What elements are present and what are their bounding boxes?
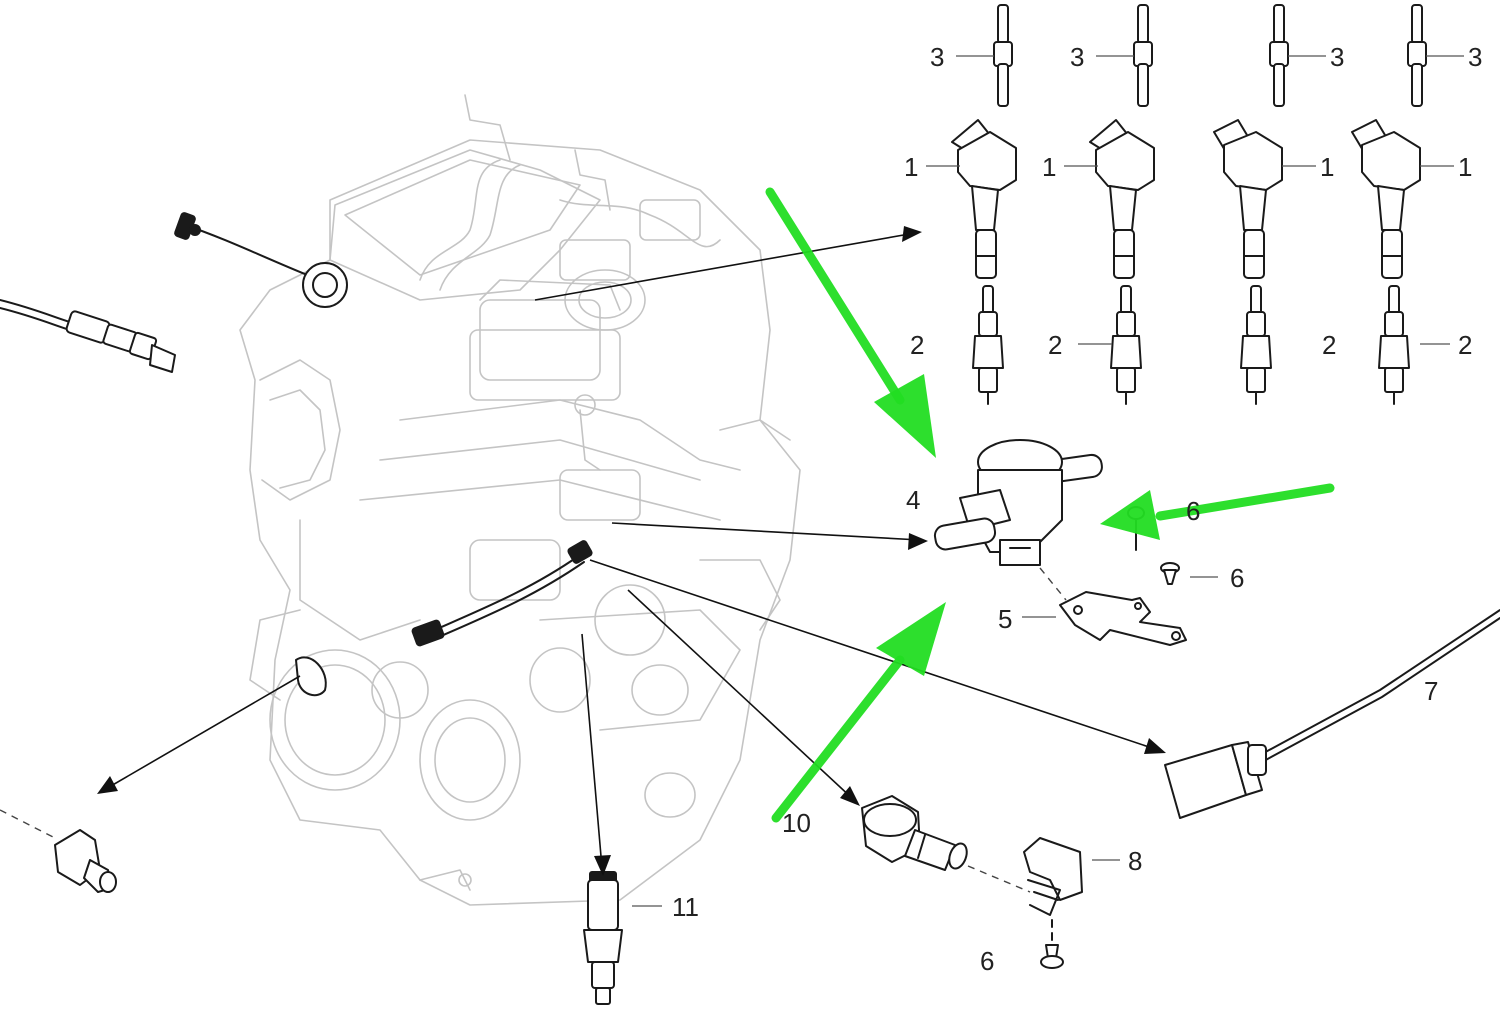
engine-harness — [295, 540, 593, 697]
label-stud-3a: 3 — [930, 42, 944, 72]
label-stud-3b: 3 — [1070, 42, 1084, 72]
crank-dash-line — [0, 809, 56, 839]
stud-3a-shape — [993, 4, 1013, 107]
label-plug-2b: 2 — [1048, 330, 1062, 360]
label-valve-4: 4 — [906, 485, 920, 515]
plug-2d-shape — [1378, 285, 1410, 405]
coil-1a-shape — [951, 119, 1017, 279]
label-bolt-6c: 6 — [980, 946, 994, 976]
camshaft-position-sensor — [1164, 609, 1500, 819]
label-stud-3d: 3 — [1468, 42, 1482, 72]
stud-3c-shape — [1269, 4, 1289, 107]
label-bolt-6a: 6 — [1186, 496, 1200, 526]
purge-valve — [933, 439, 1103, 566]
label-coil-1b: 1 — [1042, 152, 1056, 182]
oxygen-sensor-upstream — [0, 299, 176, 373]
plug-2a-shape — [972, 285, 1004, 405]
plug-2b-shape — [1110, 285, 1142, 405]
temperature-sensor — [583, 871, 623, 1005]
label-plug-2a: 2 — [910, 330, 924, 360]
retaining-clip — [1023, 837, 1083, 916]
highlight-arrow-bottom — [771, 602, 946, 823]
ignition-studs — [993, 4, 1427, 107]
bracket-dash-line — [1039, 567, 1067, 601]
highlight-arrow-top — [765, 187, 936, 458]
spark-plugs — [972, 285, 1410, 405]
pressure-sensor — [861, 795, 968, 871]
stud-3d-shape — [1407, 4, 1427, 107]
label-sensor-11: 11 — [672, 892, 699, 922]
label-plug-2d: 2 — [1458, 330, 1472, 360]
label-bolt-6b: 6 — [1230, 563, 1244, 593]
crankshaft-sensor — [54, 829, 117, 893]
label-coil-1a: 1 — [904, 152, 918, 182]
coil-1d-shape — [1351, 119, 1421, 279]
clip-dash-line — [967, 865, 1031, 893]
callout-arrows — [97, 226, 1166, 876]
coil-1c-shape — [1213, 119, 1283, 279]
mounting-bracket — [1059, 591, 1187, 646]
label-coil-1d: 1 — [1458, 152, 1472, 182]
label-bracket-5: 5 — [998, 604, 1012, 634]
bolt-lower — [1040, 919, 1064, 969]
plug-2c-shape — [1240, 285, 1272, 405]
knock-sensor-wire — [174, 212, 348, 308]
part-labels: 3 3 3 3 1 1 1 1 2 2 2 2 4 6 6 5 7 10 8 1… — [672, 42, 1482, 976]
coil-1b-shape — [1089, 119, 1155, 279]
stud-3b-shape — [1133, 4, 1153, 107]
engine-block-outline — [239, 94, 801, 906]
label-sensor-7: 7 — [1424, 676, 1438, 706]
label-plug-2c: 2 — [1322, 330, 1336, 360]
label-coil-1c: 1 — [1320, 152, 1334, 182]
label-clip-8: 8 — [1128, 846, 1142, 876]
highlight-arrows — [765, 187, 1335, 823]
highlight-arrow-right — [1100, 483, 1335, 540]
label-stud-3c: 3 — [1330, 42, 1344, 72]
ignition-coils — [951, 119, 1421, 279]
label-sensor-10: 10 — [782, 808, 811, 838]
